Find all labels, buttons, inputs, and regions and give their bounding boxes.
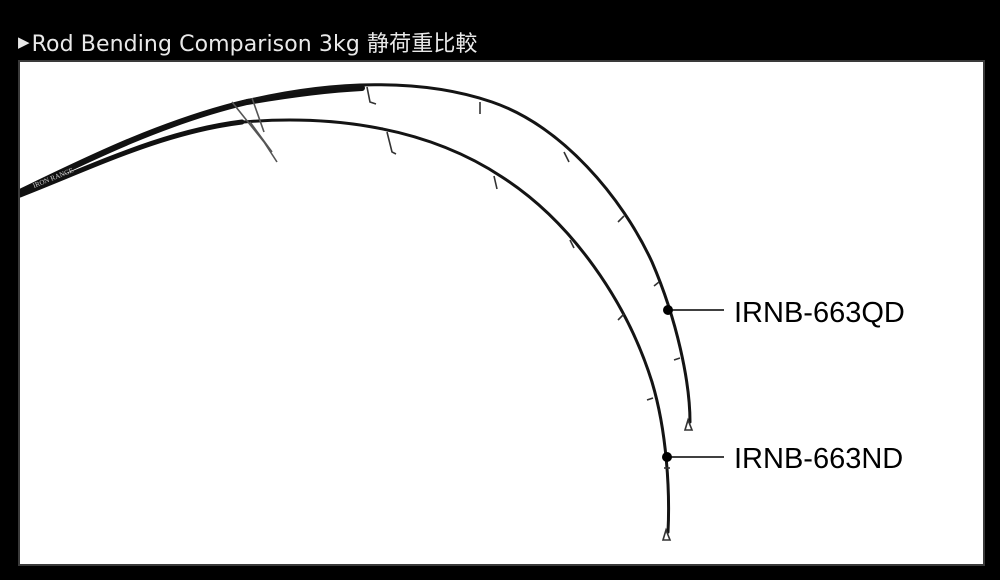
butt-guide-1 (231, 101, 278, 163)
butt-guide-3 (249, 121, 273, 153)
guide-nd-2 (493, 175, 498, 190)
guide-nd-3 (569, 239, 575, 249)
diagram-title: Rod Bending Comparison 3kg 静荷重比較 (31, 32, 478, 57)
guide-nd-1 (386, 131, 397, 155)
guides-qd (366, 86, 694, 431)
guide-qd-3 (563, 151, 570, 163)
title-bar: ▶ Rod Bending Comparison 3kg 静荷重比較 (18, 27, 478, 57)
butt-guides (231, 97, 278, 163)
rod-curve-nd (230, 118, 671, 534)
guide-qd-6 (673, 357, 681, 361)
guide-nd-4 (617, 313, 625, 321)
guide-nd-5 (646, 397, 654, 401)
rod-bending-diagram: IRON RANGE (20, 83, 905, 541)
rod-butt-section-lower (20, 119, 245, 198)
guides-nd (386, 131, 672, 541)
diagram-panel: IRON RANGE (18, 60, 985, 566)
guide-qd-4 (617, 215, 625, 223)
rod-label-qd: IRNB-663QD (734, 297, 905, 329)
rod-butt-section (20, 85, 365, 195)
rod-curve-qd (240, 83, 692, 424)
guide-qd-1 (366, 86, 377, 105)
guide-nd-tip (661, 527, 672, 541)
guide-qd-5 (653, 281, 660, 287)
butt-guide-2 (251, 97, 265, 133)
guide-qd-tip (683, 417, 694, 431)
triangle-right-icon: ▶ (18, 33, 30, 51)
rod-label-nd: IRNB-663ND (734, 443, 903, 475)
